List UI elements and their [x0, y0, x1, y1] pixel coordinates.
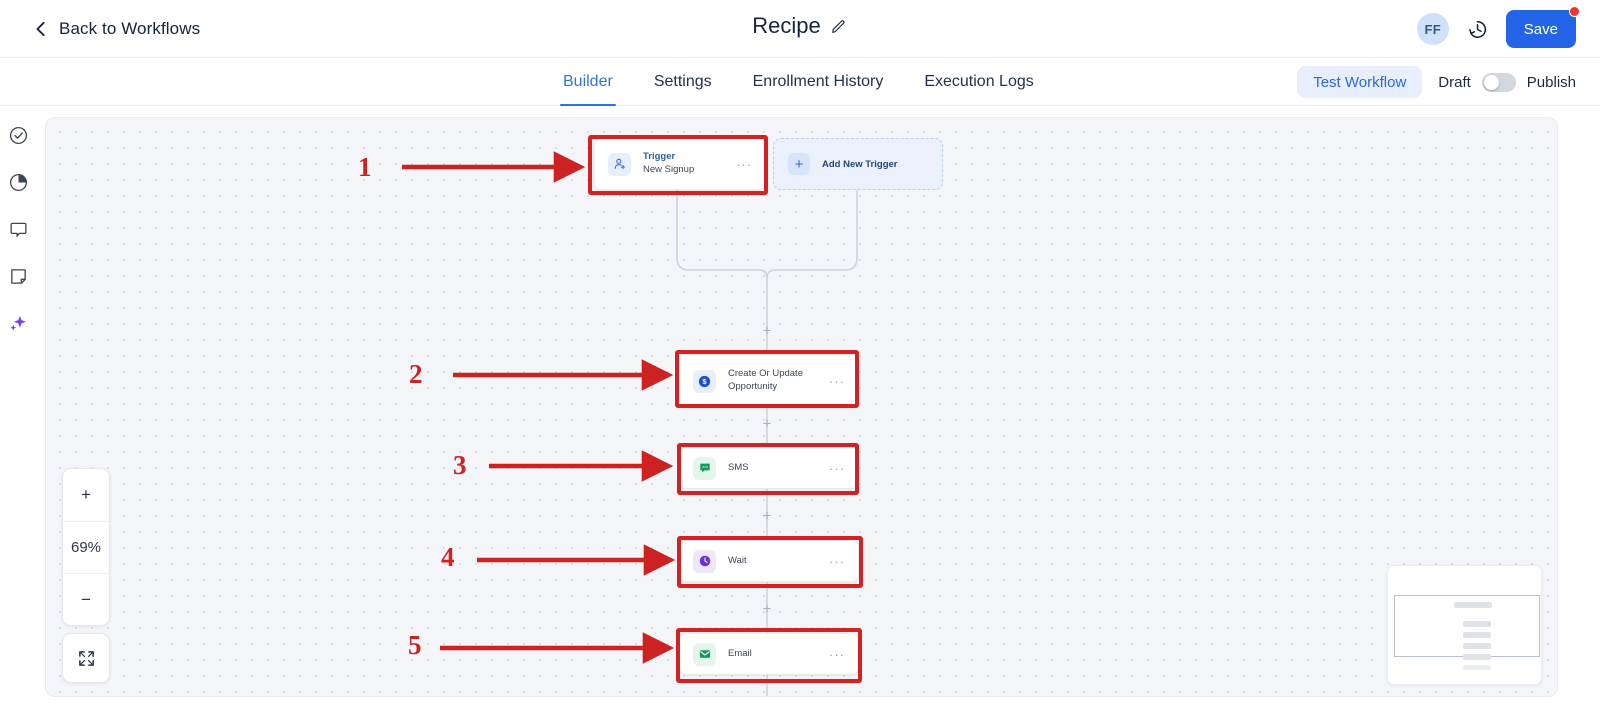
add-step-plus-4[interactable]: + — [762, 600, 772, 618]
add-step-plus-1[interactable]: + — [762, 322, 772, 340]
tab-builder[interactable]: Builder — [560, 58, 616, 106]
workflow-title-group: Recipe — [752, 13, 847, 39]
publish-toggle[interactable] — [1481, 72, 1516, 92]
top-header: Back to Workflows Recipe FF Save — [0, 0, 1600, 58]
pie-chart-icon[interactable] — [8, 172, 29, 193]
node-trigger-subtitle: New Signup — [643, 163, 695, 175]
node-sms[interactable]: SMS ··· — [679, 447, 859, 489]
add-step-plus-3[interactable]: + — [762, 507, 772, 525]
zoom-controls: + 69% − — [62, 468, 110, 626]
tab-bar: Builder Settings Enrollment History Exec… — [0, 58, 1600, 106]
clock-icon — [693, 549, 716, 573]
annotation-number-5: 5 — [408, 630, 422, 660]
annotation-number-4: 4 — [441, 542, 455, 572]
publish-label: Publish — [1526, 73, 1576, 91]
fit-screen-icon — [78, 650, 94, 666]
minimap-node — [1463, 654, 1491, 660]
add-new-trigger-label: Add New Trigger — [822, 158, 898, 170]
node-wait-label: Wait — [728, 554, 747, 566]
note-square-icon[interactable] — [8, 266, 29, 287]
add-step-plus-2[interactable]: + — [762, 415, 772, 433]
minimap-node — [1463, 643, 1491, 649]
check-circle-icon[interactable] — [8, 125, 29, 146]
pencil-icon[interactable] — [831, 18, 848, 35]
toggle-knob — [1483, 74, 1499, 90]
node-opportunity-title: Create Or Update — [728, 368, 803, 380]
minimap-node — [1463, 665, 1491, 670]
save-button-wrapper: Save — [1505, 6, 1580, 48]
notification-dot-icon — [1569, 6, 1580, 17]
envelope-icon — [693, 642, 716, 666]
node-opportunity-subtitle: Opportunity — [728, 381, 778, 392]
node-email-label: Email — [728, 647, 752, 659]
annotation-number-1: 1 — [358, 152, 372, 182]
test-workflow-button[interactable]: Test Workflow — [1297, 66, 1423, 98]
zoom-level-label: 69% — [63, 521, 109, 573]
workflow-canvas[interactable]: + + + + Trigger New Signup ··· + Add New… — [45, 117, 1558, 697]
tab-bar-actions: Test Workflow Draft Publish — [1297, 58, 1576, 106]
node-trigger-text: Trigger New Signup — [643, 151, 736, 176]
chevron-left-icon — [36, 21, 45, 36]
annotation-number-3: 3 — [453, 450, 467, 480]
save-button[interactable]: Save — [1505, 10, 1576, 48]
minimap-node — [1463, 621, 1491, 627]
tab-list: Builder Settings Enrollment History Exec… — [560, 58, 1037, 106]
node-wait-text: Wait — [728, 555, 829, 568]
draft-label: Draft — [1438, 73, 1471, 91]
add-new-trigger-button[interactable]: + Add New Trigger — [773, 138, 943, 190]
page-title: Recipe — [752, 13, 821, 38]
node-sms-label: SMS — [728, 461, 749, 473]
back-to-workflows-button[interactable]: Back to Workflows — [34, 19, 200, 39]
zoom-out-button[interactable]: − — [63, 573, 109, 625]
node-email-text: Email — [728, 648, 829, 661]
node-trigger-menu[interactable]: ··· — [736, 156, 752, 172]
node-sms-text: SMS — [728, 462, 829, 475]
node-trigger-title: Trigger — [643, 151, 676, 163]
tab-enrollment-history[interactable]: Enrollment History — [752, 73, 884, 90]
person-add-icon — [608, 152, 631, 176]
node-wait-menu[interactable]: ··· — [829, 553, 845, 569]
ai-sparkle-icon[interactable] — [8, 313, 29, 334]
publish-toggle-group: Draft Publish — [1438, 72, 1576, 92]
node-trigger[interactable]: Trigger New Signup ··· — [594, 138, 766, 190]
plus-icon: + — [788, 153, 810, 175]
minimap-node — [1454, 602, 1492, 608]
minimap[interactable] — [1387, 565, 1542, 685]
node-opportunity-menu[interactable]: ··· — [829, 373, 845, 389]
node-create-or-update-opportunity[interactable]: $ Create Or Update Opportunity ··· — [679, 354, 859, 408]
node-email-menu[interactable]: ··· — [829, 646, 845, 662]
clock-history-icon[interactable] — [1467, 19, 1488, 40]
back-to-workflows-label: Back to Workflows — [59, 18, 201, 38]
comment-bubble-icon[interactable] — [8, 219, 29, 240]
sms-bubble-icon — [693, 456, 716, 480]
minimap-node — [1463, 632, 1491, 638]
svg-text:$: $ — [703, 378, 707, 386]
avatar[interactable]: FF — [1416, 13, 1449, 45]
annotation-number-2: 2 — [409, 359, 423, 389]
node-opportunity-text: Create Or Update Opportunity — [728, 368, 829, 394]
dollar-coin-icon: $ — [693, 369, 716, 393]
left-tool-rail — [0, 106, 36, 723]
node-email[interactable]: Email ··· — [679, 633, 859, 675]
zoom-in-button[interactable]: + — [81, 485, 91, 504]
tab-settings[interactable]: Settings — [653, 73, 712, 90]
tab-execution-logs[interactable]: Execution Logs — [924, 73, 1034, 90]
node-sms-menu[interactable]: ··· — [829, 460, 845, 476]
fit-screen-button[interactable] — [62, 633, 110, 683]
node-wait[interactable]: Wait ··· — [679, 540, 859, 582]
header-actions: FF Save — [1416, 0, 1580, 58]
